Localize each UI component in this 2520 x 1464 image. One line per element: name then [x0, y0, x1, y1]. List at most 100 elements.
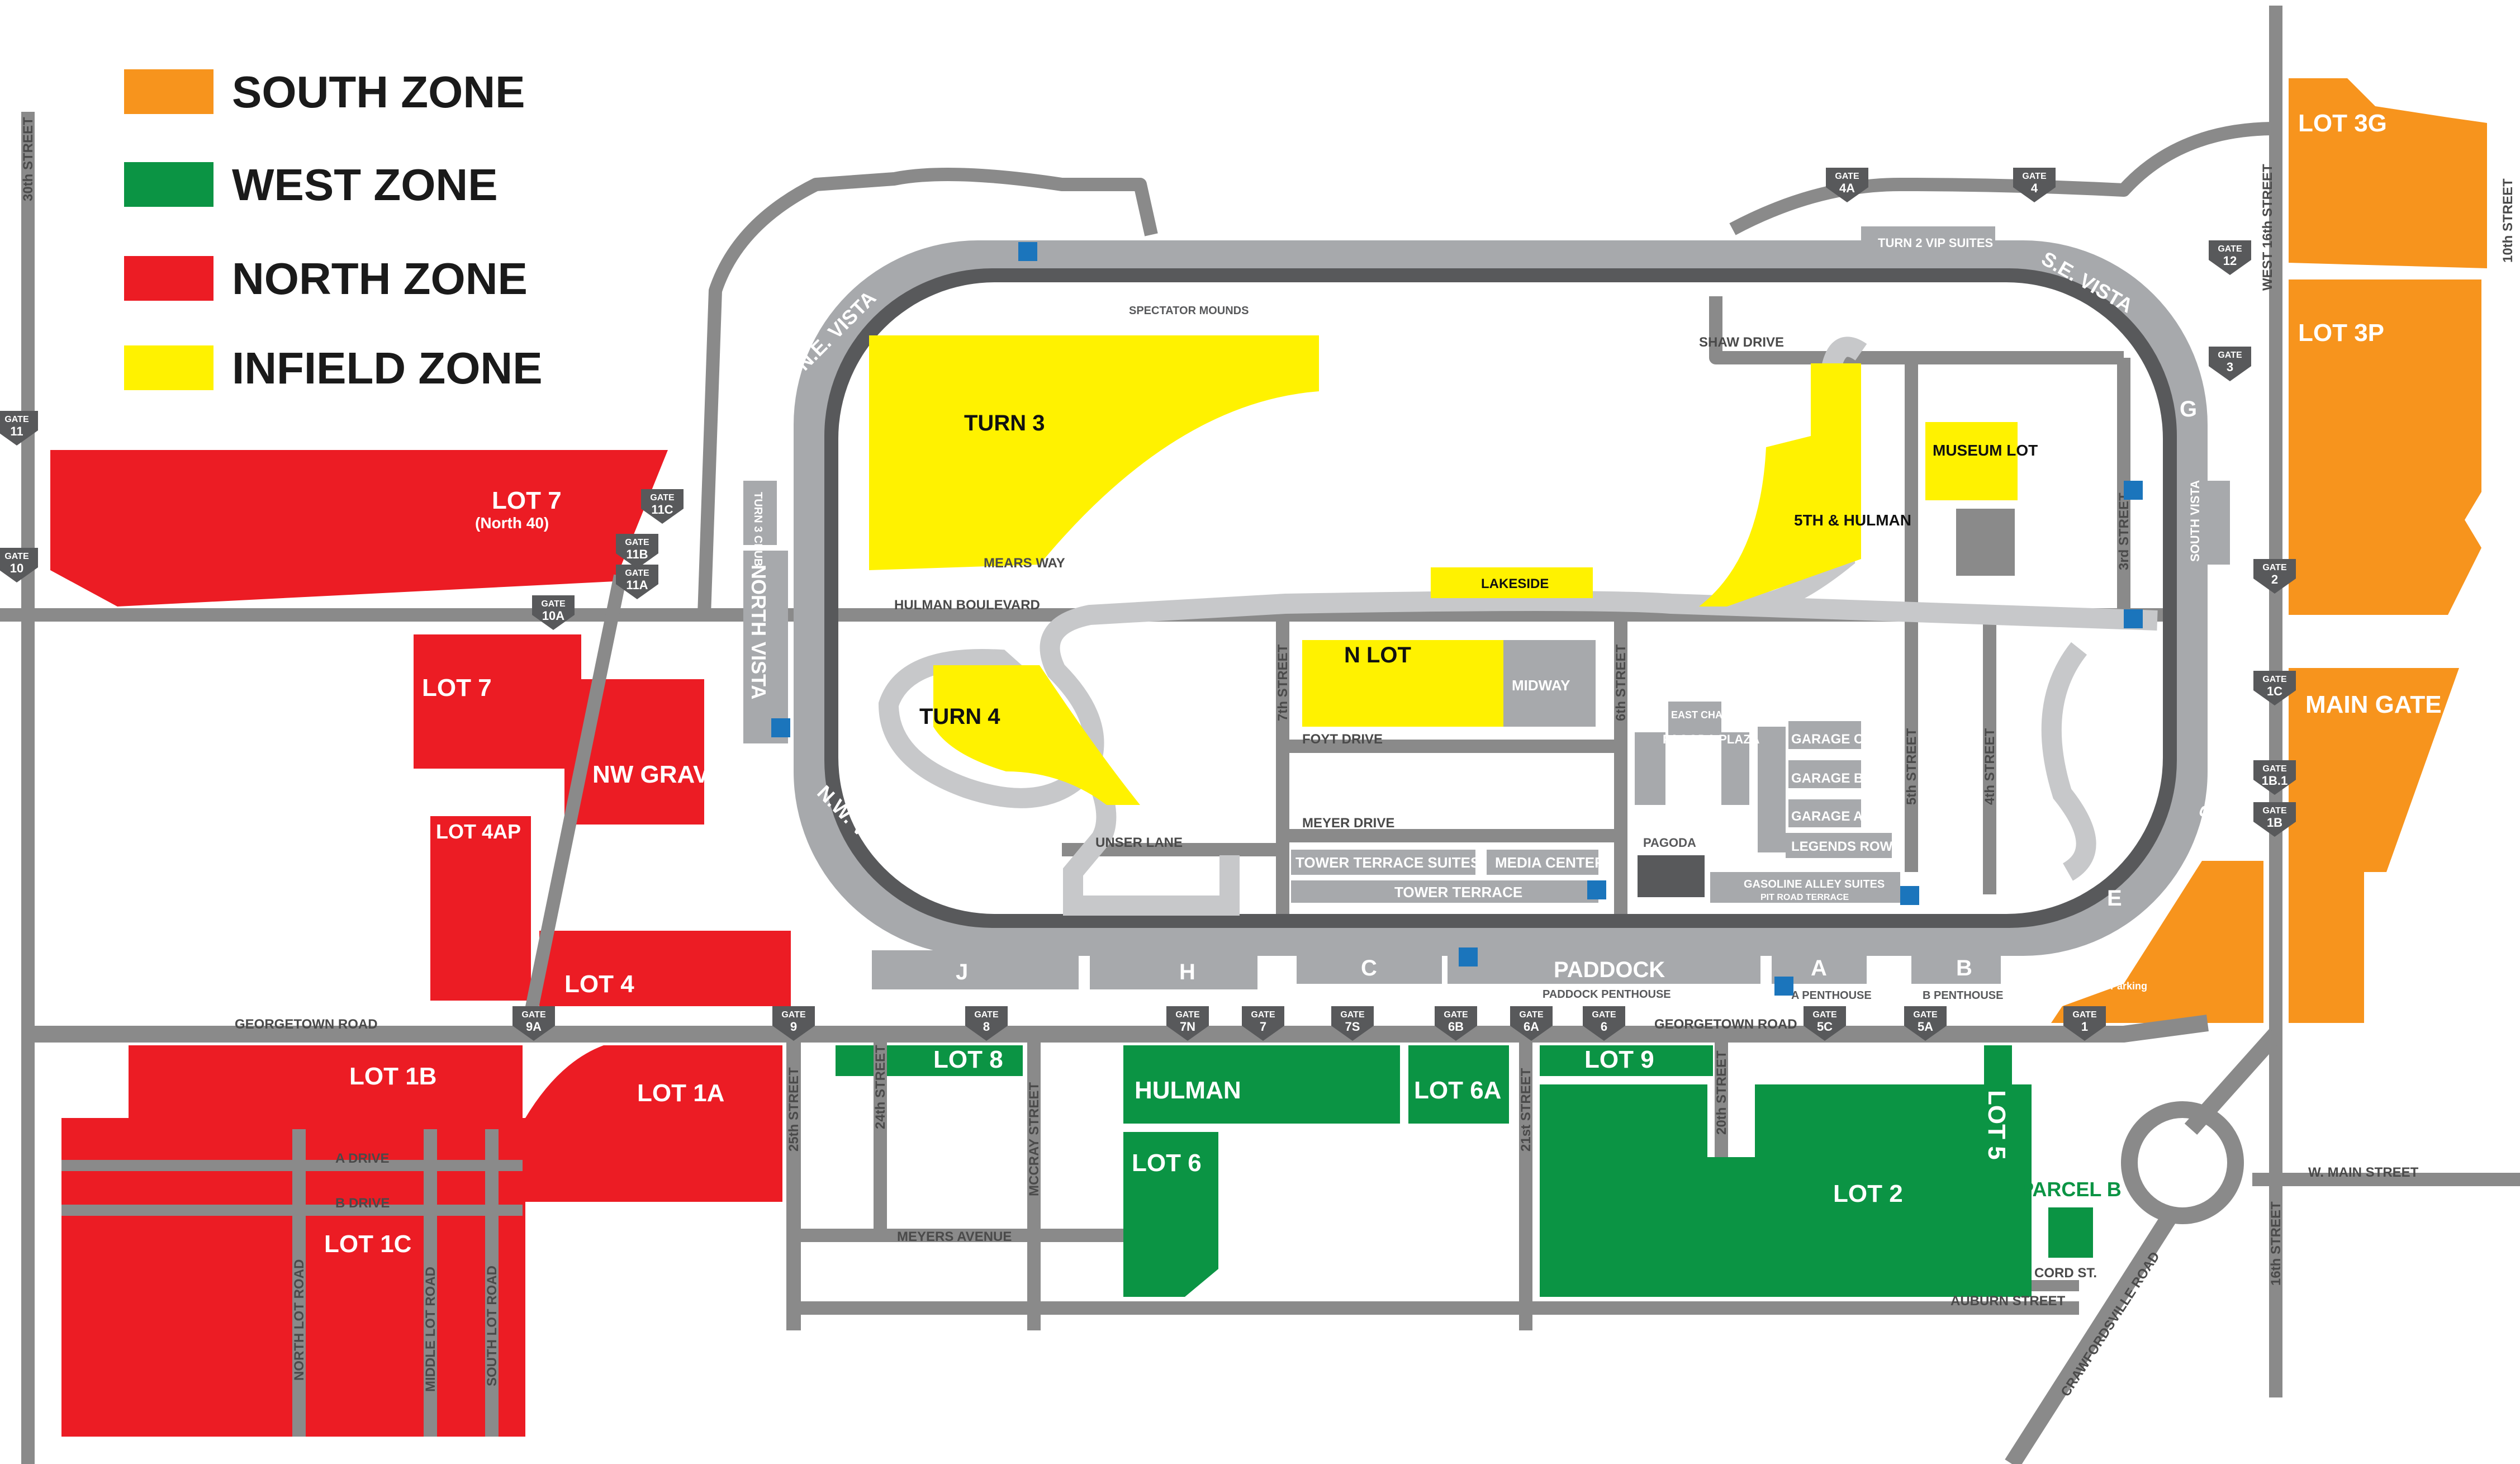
gas-alley-suites-bldg — [1710, 872, 1900, 903]
parcel-b-area[interactable] — [2048, 1207, 2093, 1258]
legends-row-label: LEGENDS ROW — [1791, 839, 1893, 854]
lot-6a-area[interactable] — [1408, 1045, 1509, 1124]
lot-8-area[interactable] — [836, 1045, 1023, 1076]
lot-1a-area[interactable] — [525, 1045, 782, 1202]
museum-lot-area[interactable] — [1925, 422, 2018, 500]
lot-5-area[interactable] — [1984, 1045, 2012, 1202]
lot-1b-area[interactable] — [129, 1045, 523, 1118]
lot-4-area[interactable] — [539, 931, 791, 1006]
gate-number: 12 — [2223, 254, 2237, 268]
gate-word: GATE — [2262, 764, 2287, 774]
lakeside-area[interactable] — [1431, 567, 1593, 598]
lot-9-label: LOT 9 — [1584, 1046, 1654, 1073]
road-crawfordsville — [2005, 1214, 2176, 1464]
gate-shield-icon — [2253, 671, 2296, 705]
gate-number: 11A — [626, 578, 648, 592]
gate-word: GATE — [1444, 1010, 1468, 1020]
gate-number: 3 — [2227, 360, 2233, 374]
auburn-label: AUBURN STREET — [1950, 1294, 2066, 1309]
accessibility-icons — [771, 242, 2143, 996]
east-chalet-label: EAST CHALET — [1671, 709, 1741, 721]
lot-7-north40-area[interactable] — [50, 450, 668, 607]
gate-word: GATE — [4, 415, 29, 424]
turn-4-area[interactable] — [933, 665, 1140, 805]
st6-label: 6th STREET — [1613, 644, 1629, 721]
admin-parking-label: Admin Parking — [2076, 980, 2147, 992]
gate-shield-icon — [1826, 168, 1868, 202]
accessible-parking-icon — [2124, 609, 2143, 628]
hulman-area[interactable] — [1123, 1045, 1400, 1124]
admin-area[interactable] — [2051, 861, 2263, 1023]
st20-label: 20th STREET — [1714, 1050, 1729, 1135]
south-lot-road-label: SOUTH LOT ROAD — [485, 1266, 500, 1386]
north-lot-road-label: NORTH LOT ROAD — [292, 1259, 307, 1381]
gate-shield-icon — [2063, 1006, 2106, 1041]
north-vista-stand — [743, 551, 788, 743]
lot-2-label: LOT 2 — [1833, 1180, 1903, 1207]
lot-4ap-area[interactable] — [430, 816, 531, 1001]
gate-word: GATE — [1592, 1010, 1616, 1020]
accessible-parking-icon — [1018, 242, 1037, 261]
thirtieth-label: 30th STREET — [21, 117, 36, 201]
st4-label: 4th STREET — [1982, 728, 1997, 805]
gate-shield-icon — [1904, 1006, 1947, 1041]
gate-shield-icon — [641, 489, 684, 524]
pit-road-terrace-label: PIT ROAD TERRACE — [1760, 893, 1849, 902]
lot-6-area[interactable] — [1123, 1132, 1218, 1297]
turn-3-area[interactable] — [869, 335, 1319, 570]
gate-number: 10 — [10, 561, 23, 575]
sixteenth-label: 16th STREET — [2269, 1201, 2284, 1286]
lot-2-area[interactable] — [1540, 1084, 2032, 1297]
garage-c-bldg — [1788, 721, 1861, 749]
n-lot-area[interactable] — [1302, 640, 1503, 727]
lot-8-label: LOT 8 — [933, 1046, 1003, 1073]
main-gate-area[interactable] — [2289, 668, 2459, 1023]
gate-shield-icon — [1510, 1006, 1553, 1041]
st5-label: 5th STREET — [1904, 728, 1919, 805]
lot-7-north40-sublabel: (North 40) — [475, 514, 549, 532]
infield-road-shaw — [1709, 296, 2124, 364]
lot-4ap-label: LOT 4AP — [436, 820, 521, 843]
lot-3g-area[interactable] — [2289, 78, 2487, 268]
turn-2-vip-bldg — [1861, 226, 1995, 260]
gate-word: GATE — [2072, 1010, 2097, 1020]
lot-7-area[interactable] — [414, 634, 581, 769]
parcel-b-label: PARCEL B — [2020, 1178, 2122, 1201]
w16th-label: WEST 16th STREET — [2260, 164, 2275, 291]
legend-label-north: NORTH ZONE — [232, 254, 528, 304]
fifth-hulman-area[interactable] — [1699, 363, 1861, 607]
south-vista-label: SOUTH VISTA — [2188, 480, 2202, 562]
lot-3p-area[interactable] — [2289, 279, 2481, 615]
st21-label: 21st STREET — [1518, 1068, 1534, 1152]
foyt-label: FOYT DRIVE — [1302, 732, 1383, 747]
st7-label: 7th STREET — [1275, 644, 1290, 721]
mccray-label: MCCRAY STREET — [1027, 1082, 1042, 1196]
lot-9-area[interactable] — [1540, 1045, 1713, 1076]
